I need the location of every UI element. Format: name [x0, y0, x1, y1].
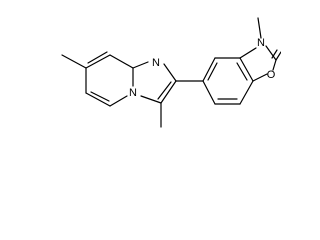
bond	[239, 47, 257, 59]
atom-layer: N N N O	[129, 37, 276, 99]
bond	[239, 57, 254, 82]
bond	[271, 49, 278, 59]
bond	[275, 51, 281, 61]
bond	[265, 45, 277, 61]
bond	[160, 80, 177, 104]
bond	[272, 59, 277, 71]
chemical-structure-diagram: N N N O	[61, 17, 281, 128]
bond	[202, 80, 216, 105]
atom-label-n-bridgehead: N	[129, 87, 137, 99]
bond	[87, 51, 108, 64]
atom-label-n-oxazolone: N	[257, 37, 265, 49]
bond-layer	[61, 17, 281, 128]
bond	[236, 62, 248, 81]
bond	[157, 81, 172, 100]
bond	[163, 63, 177, 82]
bond	[140, 95, 162, 104]
bond	[85, 92, 111, 107]
bond	[90, 91, 110, 102]
bond	[61, 54, 87, 69]
bond	[239, 80, 254, 105]
bond	[202, 57, 216, 82]
bond	[85, 54, 111, 69]
bond	[257, 17, 262, 39]
bond	[252, 73, 268, 82]
bond	[109, 54, 134, 69]
atom-label-n-imidazole: N	[152, 57, 160, 69]
bond	[207, 62, 218, 81]
bond	[109, 95, 128, 107]
bond	[132, 61, 149, 69]
atom-label-o-ring: O	[267, 69, 276, 81]
